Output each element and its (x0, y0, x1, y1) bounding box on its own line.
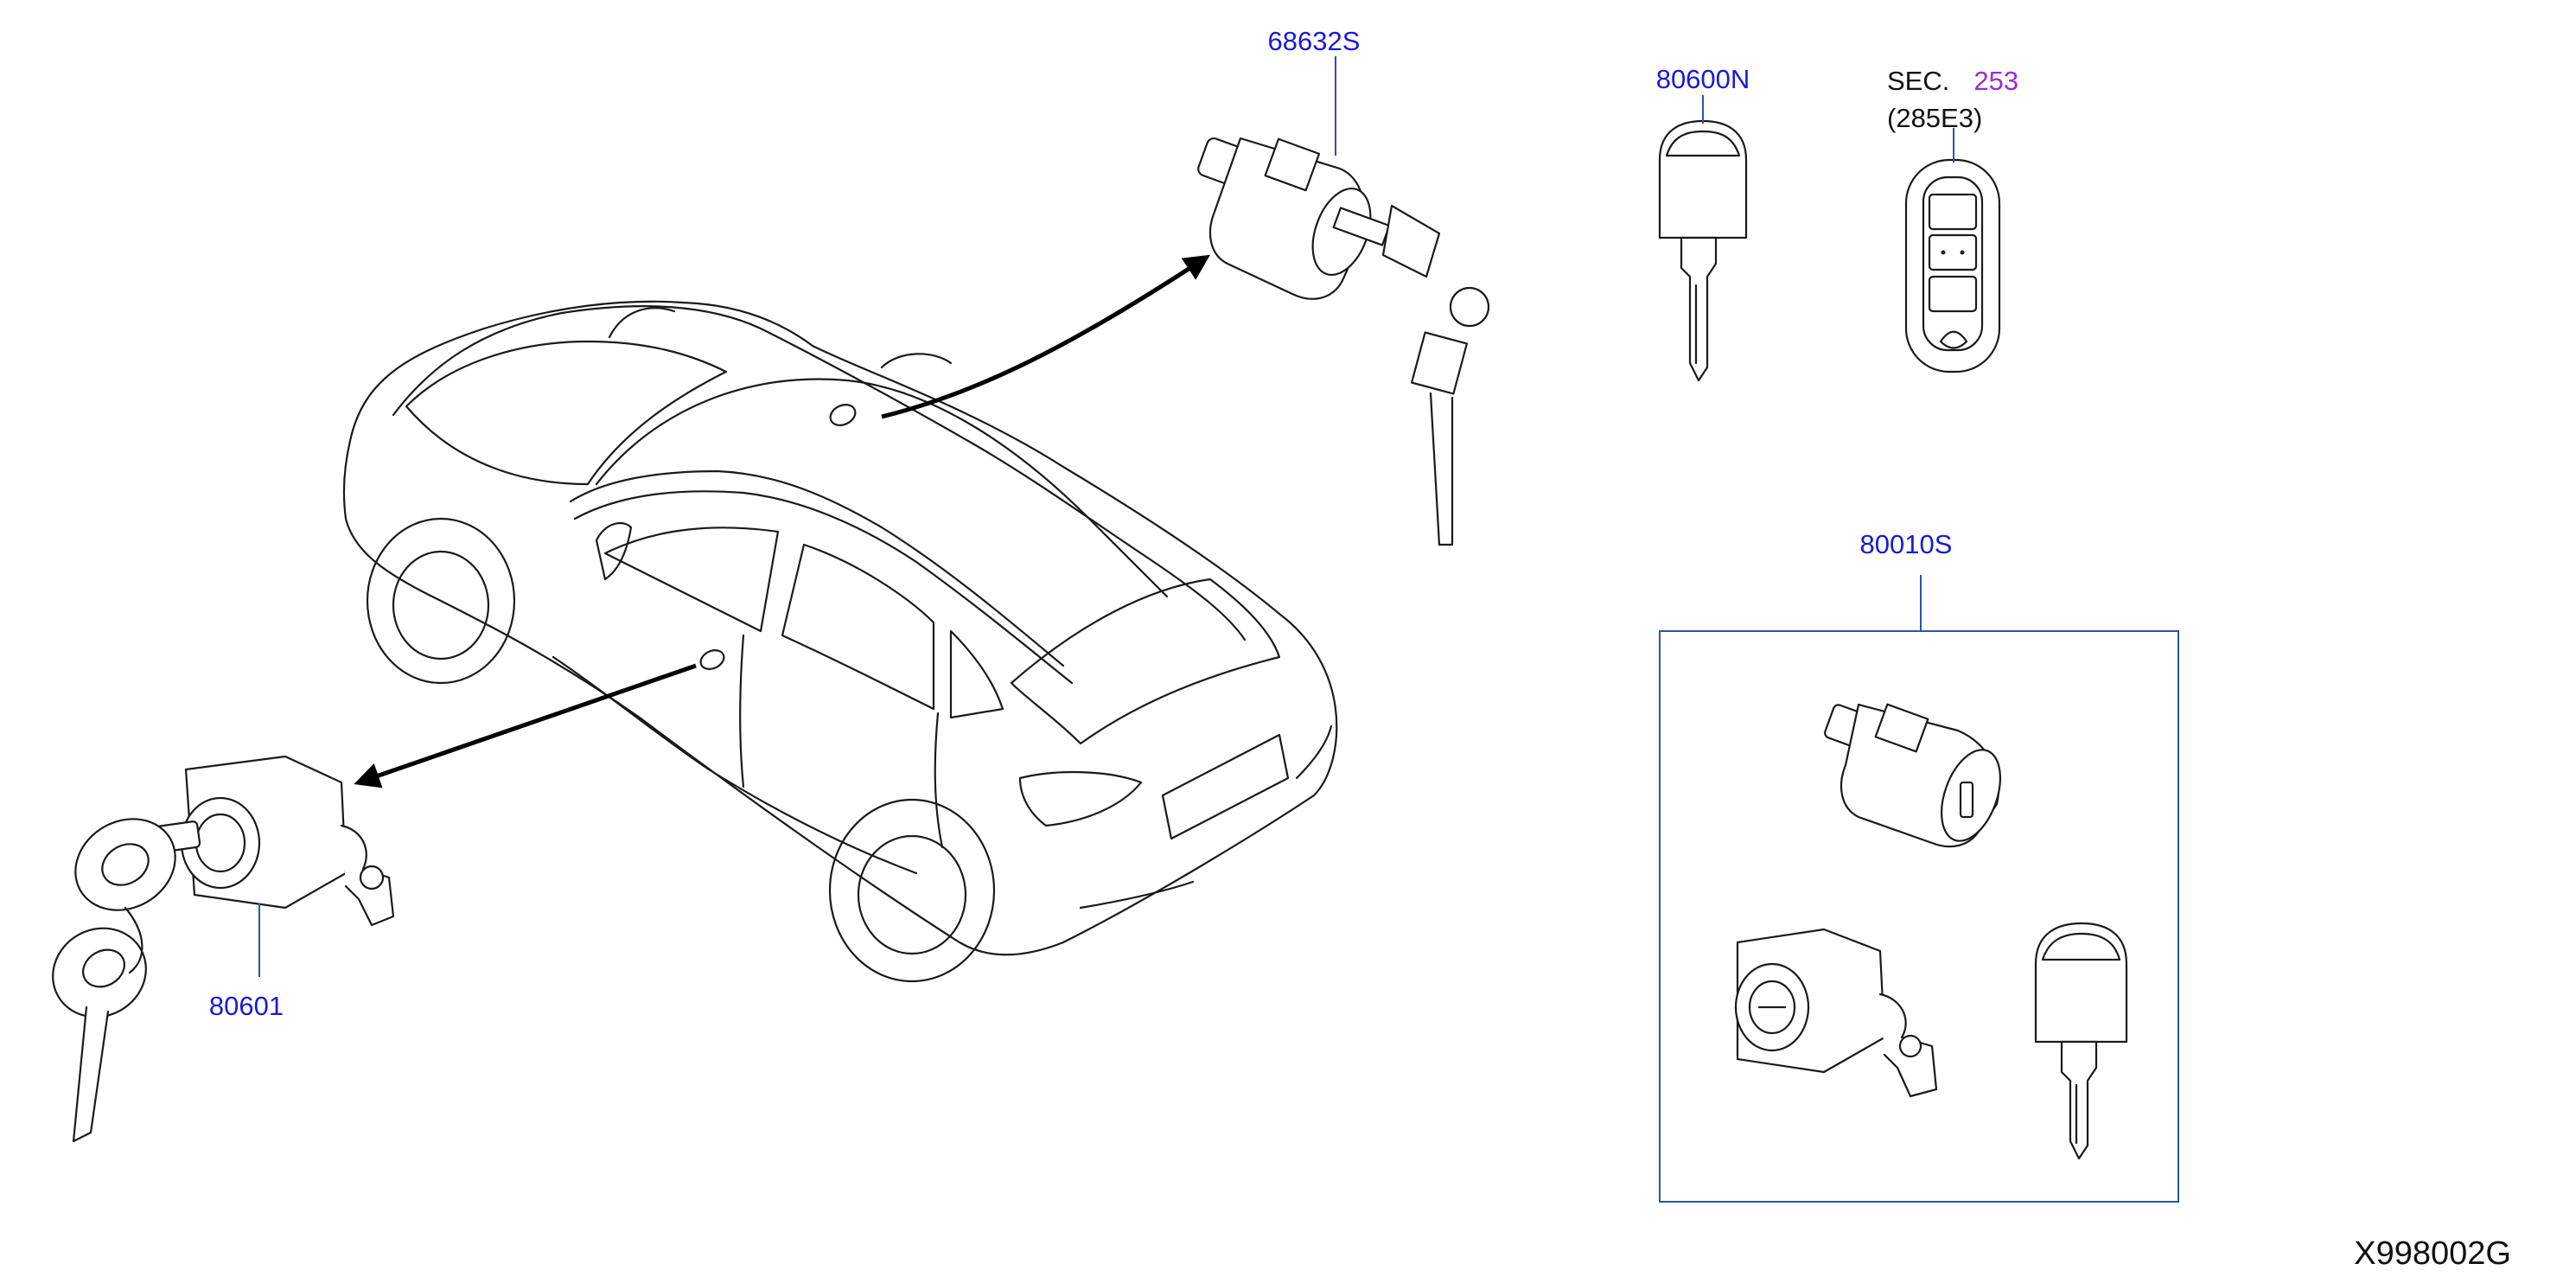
door-lock-part-number[interactable]: 80601 (209, 991, 284, 1021)
blank-key-part-number[interactable]: 80600N (1656, 64, 1750, 94)
kit-ignition-cylinder-drawing (1824, 703, 2001, 848)
remote-sec-reference: SEC. 253 (1887, 66, 2018, 96)
vehicle-illustration (342, 300, 1338, 983)
blank-key-drawing (1658, 119, 1748, 382)
ignition-cylinder-drawing (1197, 137, 1490, 546)
kit-key-drawing (2034, 922, 2128, 1160)
cylinder-set-part-number[interactable]: 80010S (1860, 529, 1953, 559)
remote-sub-code: (285E3) (1887, 103, 1982, 133)
drawing-id: X998002G (2354, 1235, 2511, 1272)
arrow-to-ignition (881, 254, 1211, 419)
cylinder-set-box (1659, 630, 2179, 1203)
ignition-cylinder-part-number[interactable]: 68632S (1268, 26, 1361, 56)
arrow-to-door-lock (354, 663, 697, 788)
kit-door-lock-cylinder-drawing (1734, 928, 1938, 1098)
sec-number-link[interactable]: 253 (1973, 66, 2018, 96)
door-lock-cylinder-drawing (52, 755, 395, 1143)
sec-prefix: SEC. (1887, 66, 1949, 96)
remote-drawing (1904, 158, 2001, 373)
